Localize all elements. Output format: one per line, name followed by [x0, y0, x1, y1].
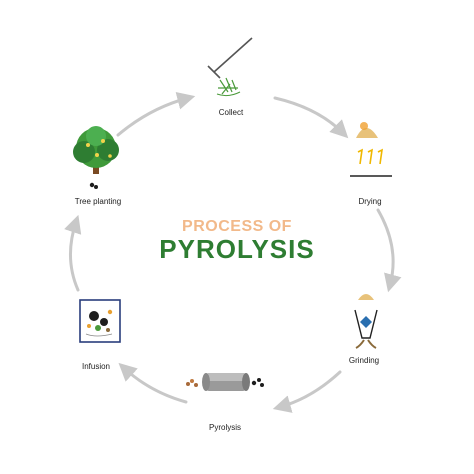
infusion-container-icon: [79, 299, 121, 343]
step-label-tree-planting: Tree planting: [74, 197, 122, 206]
pyrolysis-kiln-icon: [186, 373, 264, 391]
arrow-infusion-to-tree: [64, 214, 82, 292]
grinder-icon: [354, 294, 378, 349]
step-label-collect: Collect: [218, 108, 244, 117]
title-line-1: PROCESS OF: [182, 218, 292, 235]
rake-icon: [207, 37, 253, 97]
arrow-pyrolysis-to-infusion: [118, 362, 188, 404]
arrow-grinding-to-pyrolysis: [272, 370, 342, 413]
cycle-arrows: [64, 91, 402, 413]
step-label-drying: Drying: [358, 197, 382, 206]
step-label-pyrolysis: Pyrolysis: [208, 423, 242, 432]
drying-icon: [350, 122, 392, 177]
arrow-drying-to-grinding: [376, 208, 402, 293]
arrow-collect-to-drying: [273, 96, 349, 139]
title-line-2: PYROLYSIS: [159, 234, 315, 264]
tree-icon: [73, 126, 119, 189]
step-label-grinding: Grinding: [348, 356, 380, 365]
step-label-infusion: Infusion: [81, 362, 111, 371]
arrow-tree-to-collect: [116, 91, 196, 137]
